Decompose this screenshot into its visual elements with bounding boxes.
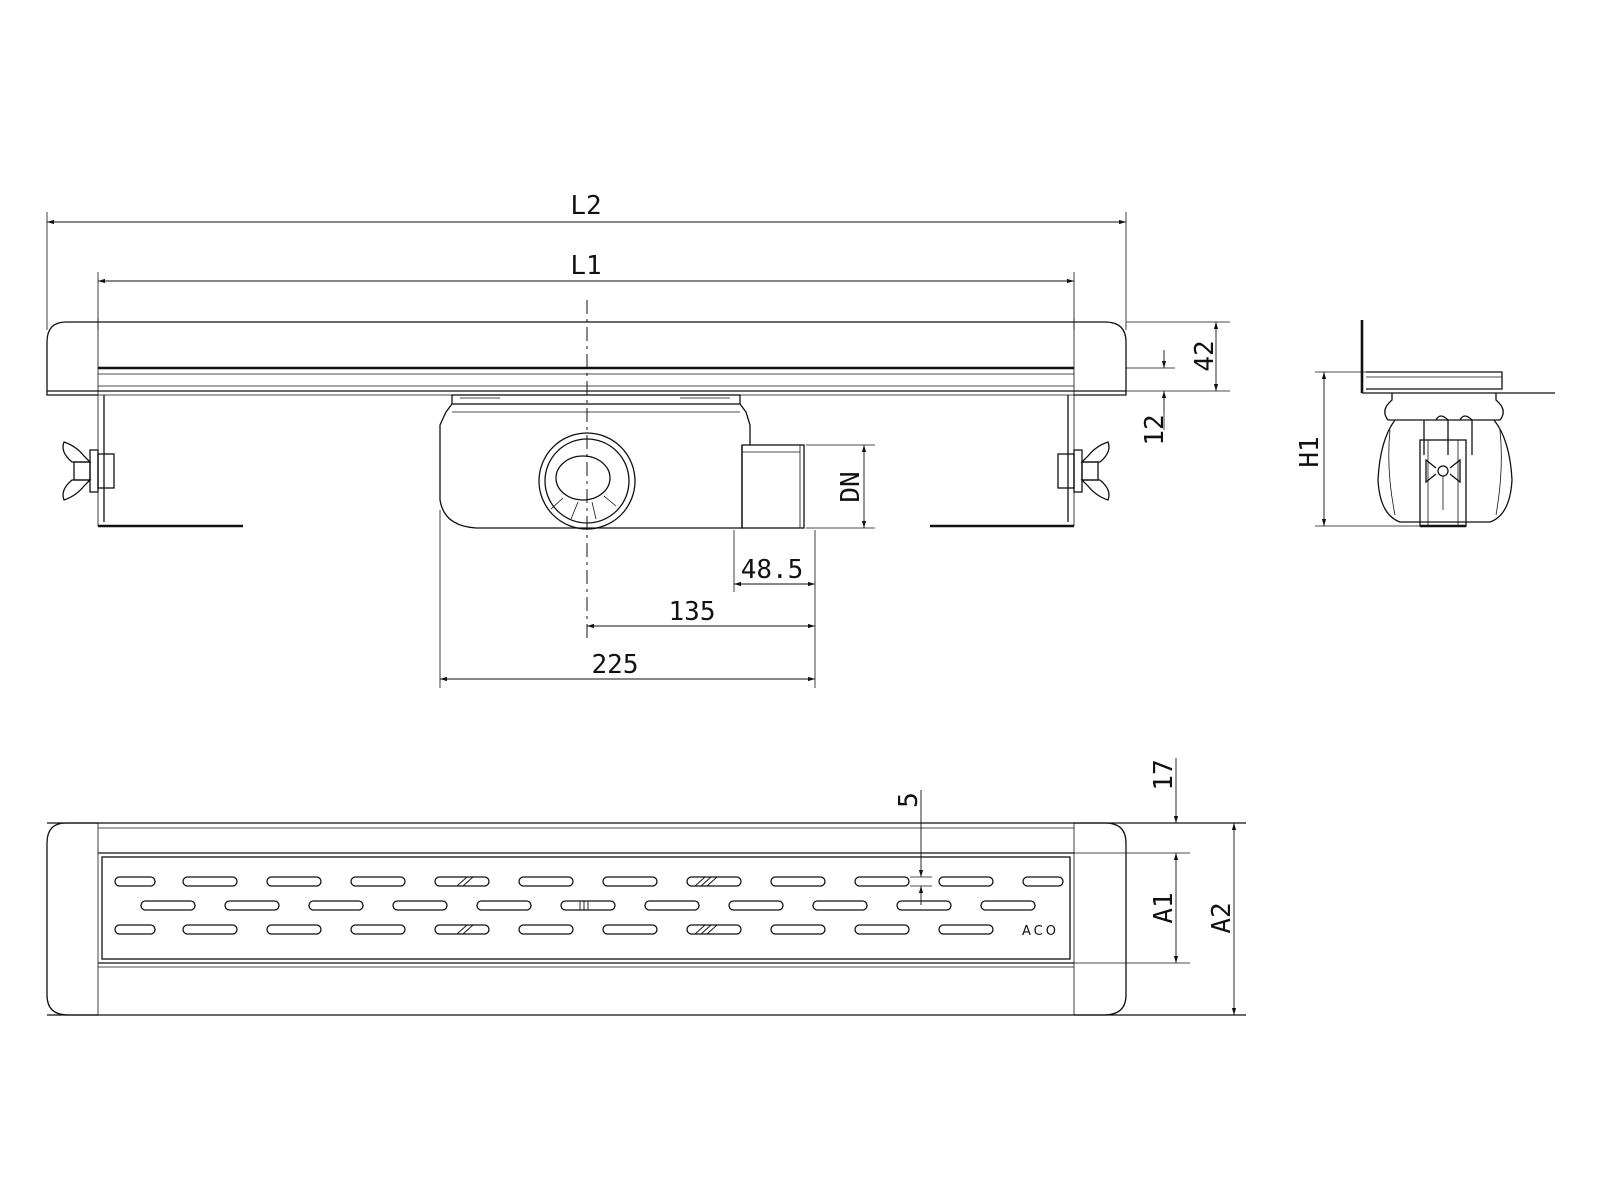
grate-logo: ACO	[1022, 924, 1059, 939]
dim-48-5: 48.5	[733, 530, 816, 592]
label-225: 225	[592, 650, 639, 680]
dim-a1: A1	[1074, 852, 1190, 964]
dim-dn: DN	[806, 444, 875, 529]
label-dn: DN	[836, 471, 866, 502]
dim-17: 17	[1149, 758, 1179, 823]
front-view: L2 L1	[46, 191, 1230, 688]
grate-slots	[114, 876, 1064, 935]
label-42: 42	[1190, 340, 1220, 371]
dim-12: 12	[1140, 391, 1170, 446]
dim-5: 5	[894, 790, 932, 905]
dim-l1: L1	[97, 251, 1075, 330]
left-bracket	[62, 395, 243, 528]
label-h1: H1	[1295, 436, 1325, 467]
dim-h1: H1	[1295, 371, 1420, 527]
label-12: 12	[1140, 414, 1170, 445]
label-17: 17	[1149, 759, 1179, 790]
label-5: 5	[894, 792, 924, 808]
dim-a2: A2	[1207, 823, 1237, 1015]
trap-body	[439, 394, 805, 530]
dim-225: 225	[439, 510, 816, 688]
label-a1: A1	[1149, 892, 1179, 923]
label-l2: L2	[570, 191, 601, 221]
label-a2: A2	[1207, 902, 1237, 933]
dim-135: 135	[587, 592, 816, 630]
label-135: 135	[669, 597, 716, 627]
side-view: H1	[1295, 320, 1555, 528]
label-48-5: 48.5	[741, 555, 804, 585]
dim-42: 42	[1126, 321, 1230, 392]
top-view: ACO 17 5 A1 A2	[46, 758, 1246, 1016]
right-bracket	[930, 395, 1110, 528]
dim-l2: L2	[46, 191, 1127, 330]
label-l1: L1	[570, 251, 601, 281]
